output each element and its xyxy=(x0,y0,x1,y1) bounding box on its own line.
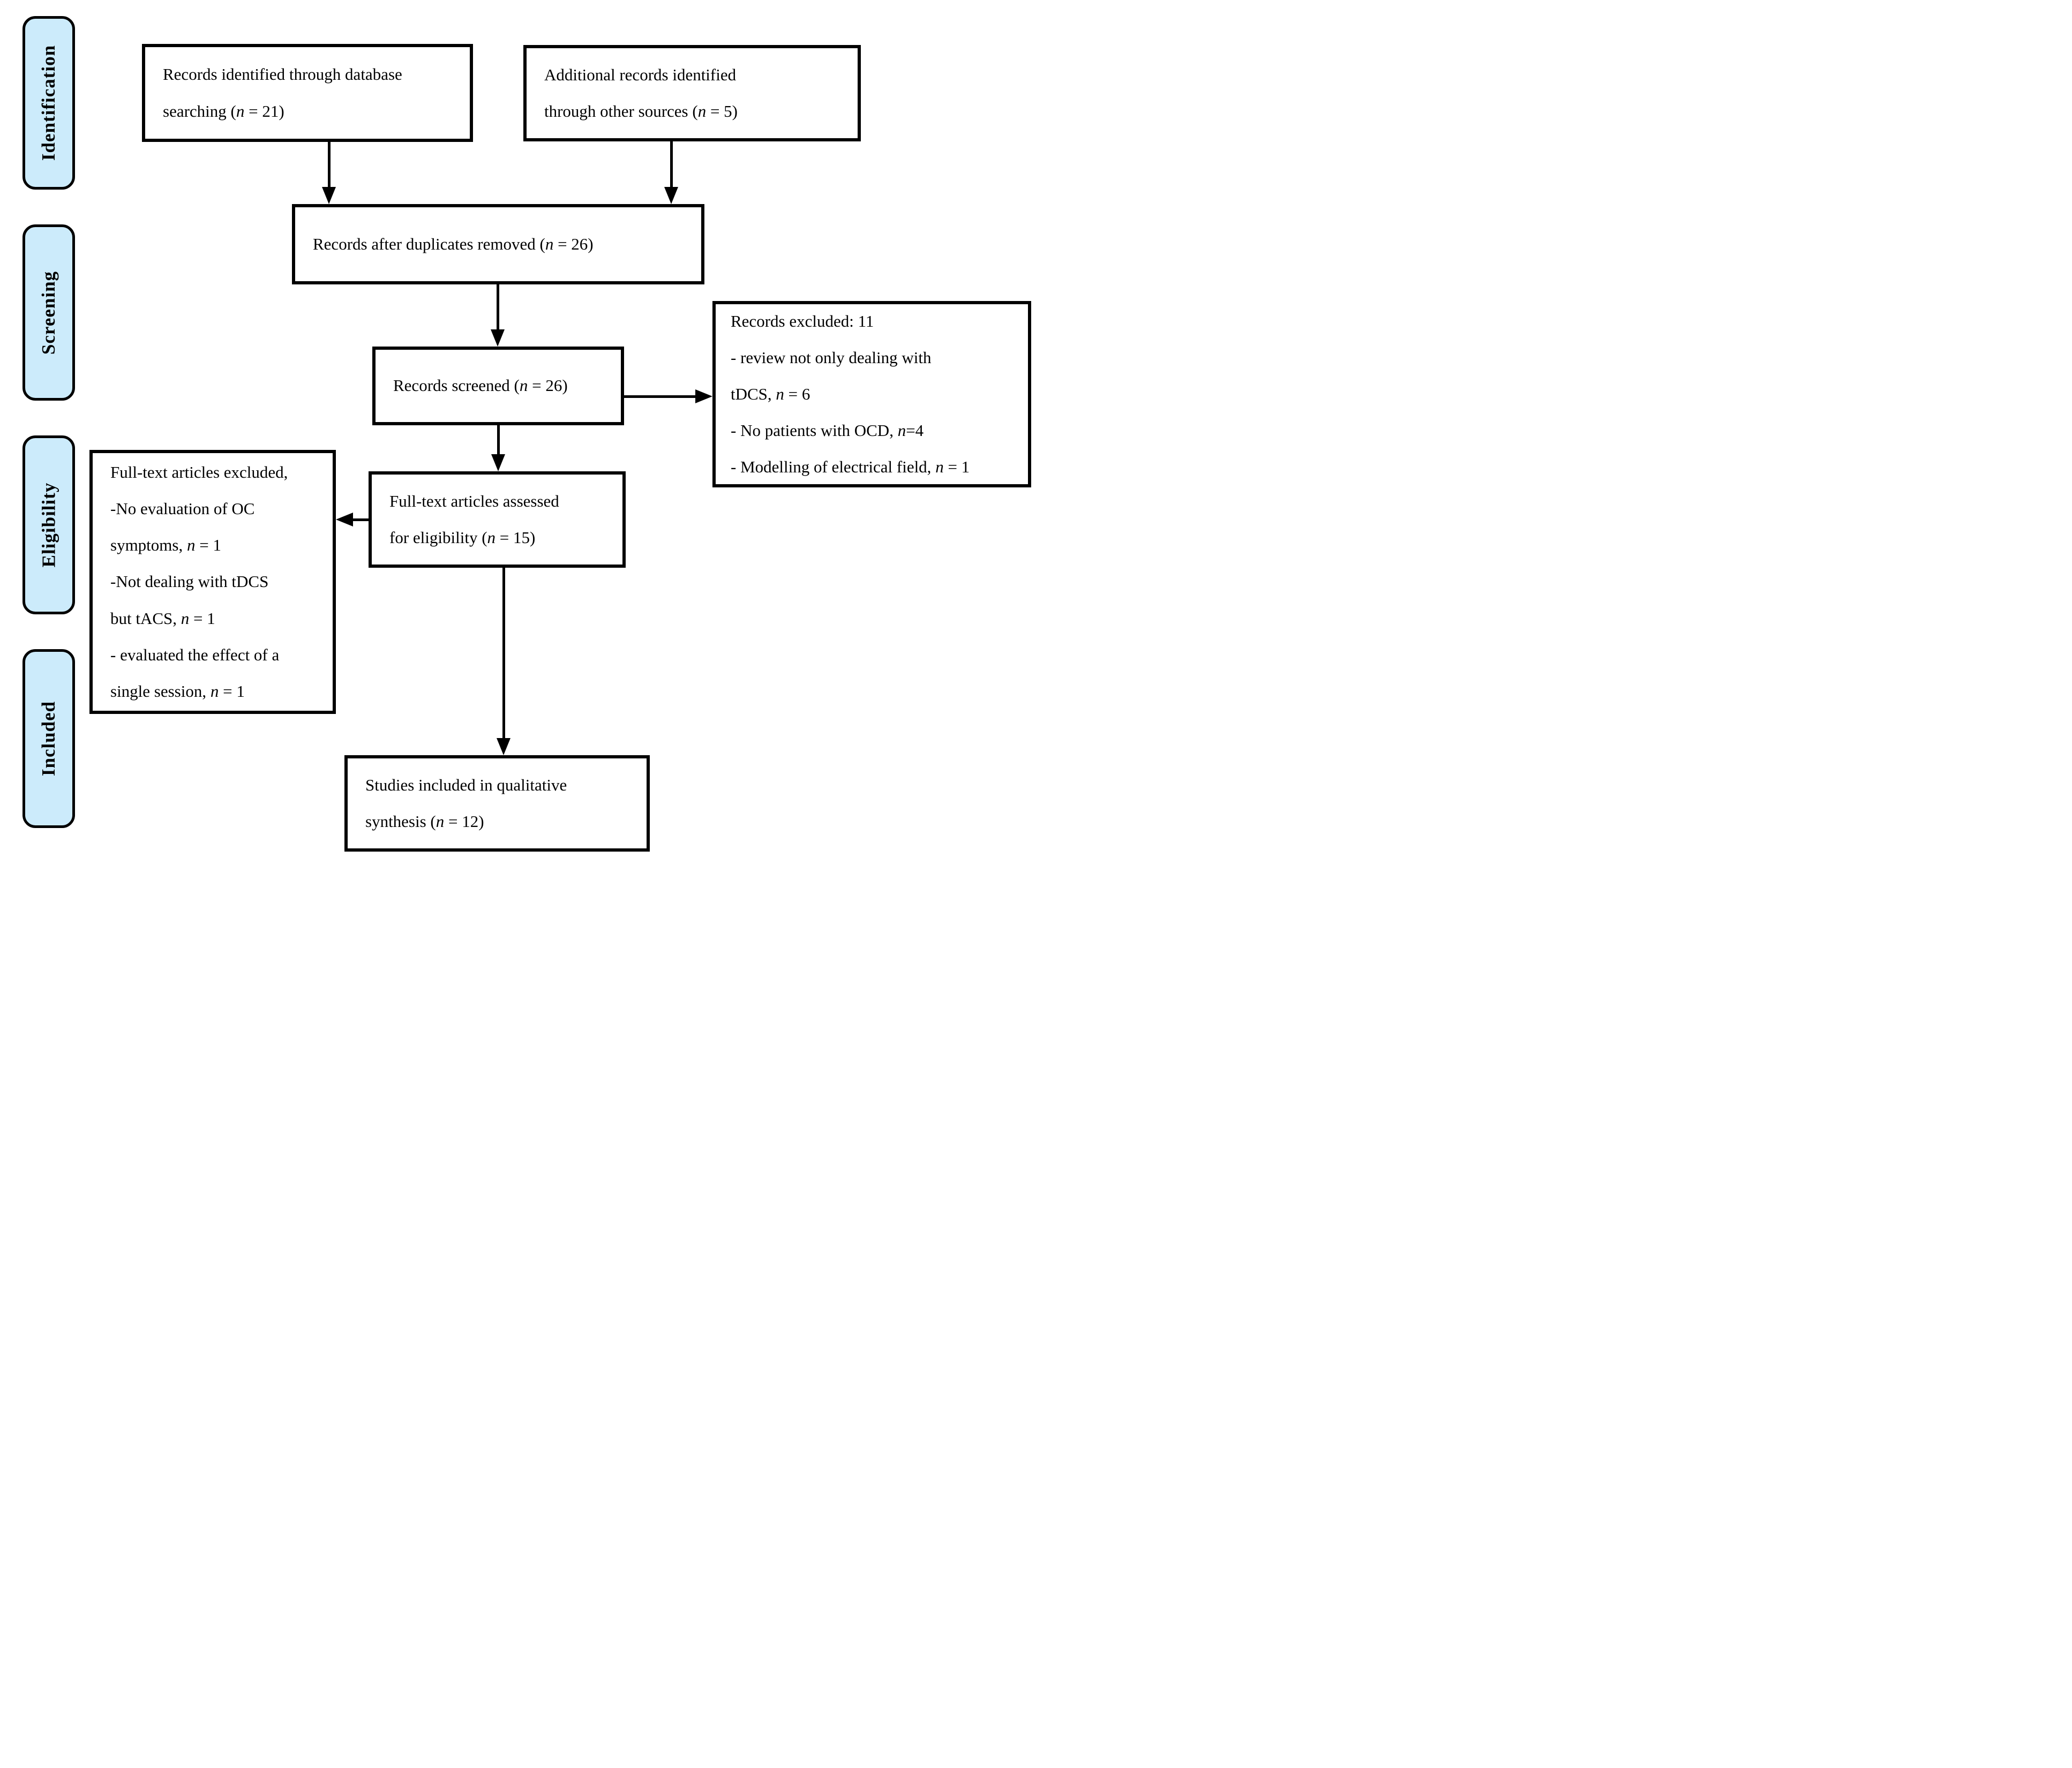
box-fulltext-excluded: Full-text articles excluded,-No evaluati… xyxy=(89,450,336,714)
arrow-screened-to-excluded-line xyxy=(624,395,699,398)
arrow-right-icon xyxy=(695,389,712,403)
stage-label-identification: Identification xyxy=(22,16,75,190)
box-records-screened: Records screened (n = 26) xyxy=(372,347,624,425)
arrow-identified-to-duplicates-line xyxy=(328,142,331,190)
stage-label-identification-text: Identification xyxy=(38,44,59,161)
arrow-down-icon xyxy=(664,187,678,204)
arrow-assessed-to-fulltext-excluded-line xyxy=(351,518,369,521)
stage-label-screening-text: Screening xyxy=(38,270,59,355)
arrow-down-icon xyxy=(491,329,505,347)
arrow-assessed-to-included-line xyxy=(502,568,505,740)
prisma-flow-diagram: Identification Screening Eligibility Inc… xyxy=(0,0,1036,884)
box-duplicates-removed: Records after duplicates removed (n = 26… xyxy=(292,204,704,284)
box-records-screened-text: Records screened (n = 26) xyxy=(393,376,568,395)
stage-label-included: Included xyxy=(22,649,75,828)
arrow-down-icon xyxy=(491,454,505,471)
arrow-additional-to-duplicates-line xyxy=(670,141,673,190)
arrow-duplicates-to-screened-line xyxy=(497,284,499,332)
stage-label-eligibility: Eligibility xyxy=(22,435,75,614)
stage-label-eligibility-text: Eligibility xyxy=(38,482,59,568)
arrow-screened-to-assessed-line xyxy=(497,425,500,456)
arrow-left-icon xyxy=(336,513,353,526)
arrow-down-icon xyxy=(322,187,336,204)
box-records-excluded: Records excluded: 11- review not only de… xyxy=(712,301,1031,487)
box-duplicates-removed-text: Records after duplicates removed (n = 26… xyxy=(313,234,594,253)
stage-label-included-text: Included xyxy=(38,701,59,777)
box-fulltext-excluded-text: Full-text articles excluded,-No evaluati… xyxy=(110,462,288,701)
stage-label-screening: Screening xyxy=(22,224,75,401)
arrow-down-icon xyxy=(497,738,511,755)
box-records-excluded-text: Records excluded: 11- review not only de… xyxy=(731,311,970,477)
